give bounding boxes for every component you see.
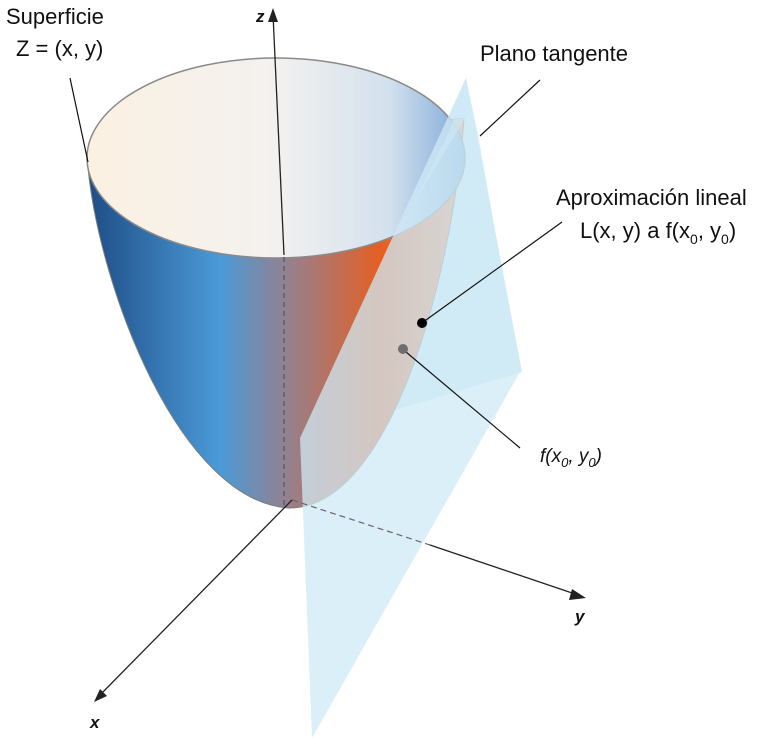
x-axis-label: x <box>89 713 101 732</box>
surface-label-line1: Superficie <box>6 4 104 29</box>
linear-approx-label-line2: L(x, y) a f(x0, y0) <box>580 218 736 247</box>
tangent-plane-label: Plano tangente <box>480 41 628 66</box>
z-axis-label: z <box>255 7 265 26</box>
tangent-plane-leader-line <box>479 79 541 137</box>
surface-point <box>398 344 408 354</box>
x-axis-arrow-icon <box>94 689 107 702</box>
z-axis-upper <box>272 13 285 256</box>
surface-label-line2: Z = (x, y) <box>16 36 103 61</box>
point-leader-line <box>405 351 521 449</box>
surface-leader-line <box>69 77 89 163</box>
y-axis-hidden <box>291 499 431 546</box>
y-axis-arrow-icon <box>569 589 586 600</box>
linear-approx-label-line1: Aproximación lineal <box>556 185 747 210</box>
x-axis <box>98 499 293 697</box>
tangent-plane-upper-overlay <box>406 78 470 218</box>
linear-approx-leader-line <box>425 221 563 321</box>
y-axis-label: y <box>574 607 586 626</box>
y-axis <box>429 544 579 596</box>
point-label: f(x0, y0) <box>540 446 602 470</box>
tangent-plane-front <box>300 78 520 738</box>
z-axis-arrow-icon <box>268 8 278 22</box>
linear-approx-point <box>417 318 427 328</box>
